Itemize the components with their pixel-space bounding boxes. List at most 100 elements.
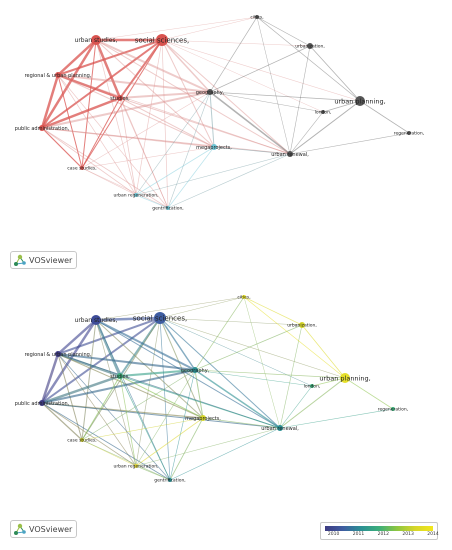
node-studies[interactable]	[117, 95, 123, 101]
node-gentrification[interactable]	[166, 206, 170, 210]
edge-line	[119, 39, 163, 99]
edges	[40, 16, 410, 209]
edge-line	[40, 74, 60, 129]
node-geography[interactable]	[192, 367, 198, 373]
edge-line	[41, 317, 161, 404]
edge-line	[279, 408, 394, 429]
vosviewer-badge: VOSviewer	[10, 520, 78, 538]
edge-line	[194, 369, 346, 379]
edge-line	[213, 146, 291, 155]
edge-line	[57, 74, 211, 93]
node-urban-renewal[interactable]	[287, 151, 293, 157]
node-label: gentrification,	[154, 478, 185, 484]
node-label: megaprojects,	[196, 145, 232, 151]
edge-line	[95, 319, 171, 481]
edge-line	[159, 317, 303, 326]
node-regeneration[interactable]	[407, 131, 411, 135]
vosviewer-label: VOSviewer	[29, 524, 73, 534]
edge-line	[209, 91, 215, 148]
cluster-network-graph: social sciences,urban studies,regional &…	[15, 15, 424, 212]
edge-line	[289, 45, 311, 155]
node-label: urban regeneration,	[113, 464, 158, 470]
edge-line	[209, 45, 311, 93]
edge-line	[41, 127, 83, 169]
node-cities[interactable]	[255, 15, 259, 19]
node-label: urban renewal,	[271, 152, 309, 158]
edge-line	[161, 39, 169, 209]
edge-line	[41, 402, 137, 467]
node-social-sciences[interactable]	[156, 34, 168, 46]
node-geography[interactable]	[207, 89, 213, 95]
edge-line	[41, 127, 215, 148]
edge-line	[81, 375, 121, 441]
node-urban-renewal[interactable]	[277, 425, 283, 431]
edge-line	[57, 353, 196, 371]
edge-line	[95, 319, 204, 419]
edge-line	[57, 317, 161, 355]
node-urban-studies[interactable]	[91, 315, 101, 325]
edge-line	[359, 100, 410, 134]
edge-line	[344, 377, 394, 410]
node-urbanization[interactable]	[299, 322, 305, 328]
node-label: regeneration,	[394, 131, 424, 137]
edge-line	[161, 39, 291, 155]
edge-line	[209, 91, 324, 113]
edge-line	[81, 369, 196, 441]
edge-line	[289, 132, 410, 155]
node-case-studies[interactable]	[80, 166, 84, 170]
edge-line	[95, 16, 258, 41]
edge-line	[57, 353, 204, 419]
node-gentrification[interactable]	[168, 478, 172, 482]
node-label: studies,	[110, 96, 130, 102]
node-cities[interactable]	[242, 295, 246, 299]
node-label: case studies,	[67, 438, 96, 444]
node-label: london,	[315, 110, 332, 116]
edge-line	[57, 74, 137, 196]
edge-line	[194, 369, 281, 429]
edge-line	[95, 39, 169, 209]
node-case-studies[interactable]	[80, 438, 84, 442]
edge-line	[159, 317, 196, 371]
edge-line	[135, 146, 215, 196]
node-label: urbanization,	[295, 44, 325, 50]
edge-line	[81, 146, 215, 169]
node-public-administration[interactable]	[39, 125, 45, 131]
edge-line	[243, 296, 303, 326]
edge-line	[95, 39, 211, 93]
edge-line	[167, 153, 291, 209]
node-regeneration[interactable]	[391, 407, 395, 411]
edge-line	[81, 167, 169, 209]
node-megaprojects[interactable]	[200, 415, 206, 421]
edge-line	[256, 16, 291, 155]
node-social-sciences[interactable]	[154, 312, 166, 324]
node-studies[interactable]	[117, 373, 123, 379]
node-urban-regeneration[interactable]	[134, 193, 138, 197]
node-label: urban planning,	[319, 374, 370, 382]
edge-line	[279, 377, 346, 429]
edge-line	[311, 377, 346, 387]
edge-line	[95, 319, 196, 371]
node-regional-urban-planning[interactable]	[55, 351, 61, 357]
node-urban-planning[interactable]	[340, 373, 350, 383]
node-london[interactable]	[310, 384, 314, 388]
edge-line	[41, 127, 137, 196]
edge-line	[167, 146, 215, 209]
edge-line	[135, 369, 196, 467]
vosviewer-logo-icon	[14, 523, 26, 535]
edge-line	[135, 153, 291, 196]
node-urbanization[interactable]	[307, 43, 313, 49]
node-urban-regeneration[interactable]	[134, 464, 138, 468]
edge-line	[57, 74, 169, 209]
edge-line	[57, 39, 163, 76]
edge-line	[135, 465, 171, 481]
edge-line	[81, 439, 171, 481]
overlay-network-panel: social sciences,urban studies,regional &…	[0, 280, 452, 550]
node-urban-studies[interactable]	[91, 35, 101, 45]
node-label: urbanization,	[287, 323, 317, 329]
node-urban-planning[interactable]	[355, 96, 365, 106]
node-london[interactable]	[321, 110, 325, 114]
node-regional-urban-planning[interactable]	[55, 72, 61, 78]
node-megaprojects[interactable]	[211, 144, 217, 150]
node-public-administration[interactable]	[39, 400, 45, 406]
edge-line	[159, 317, 281, 429]
